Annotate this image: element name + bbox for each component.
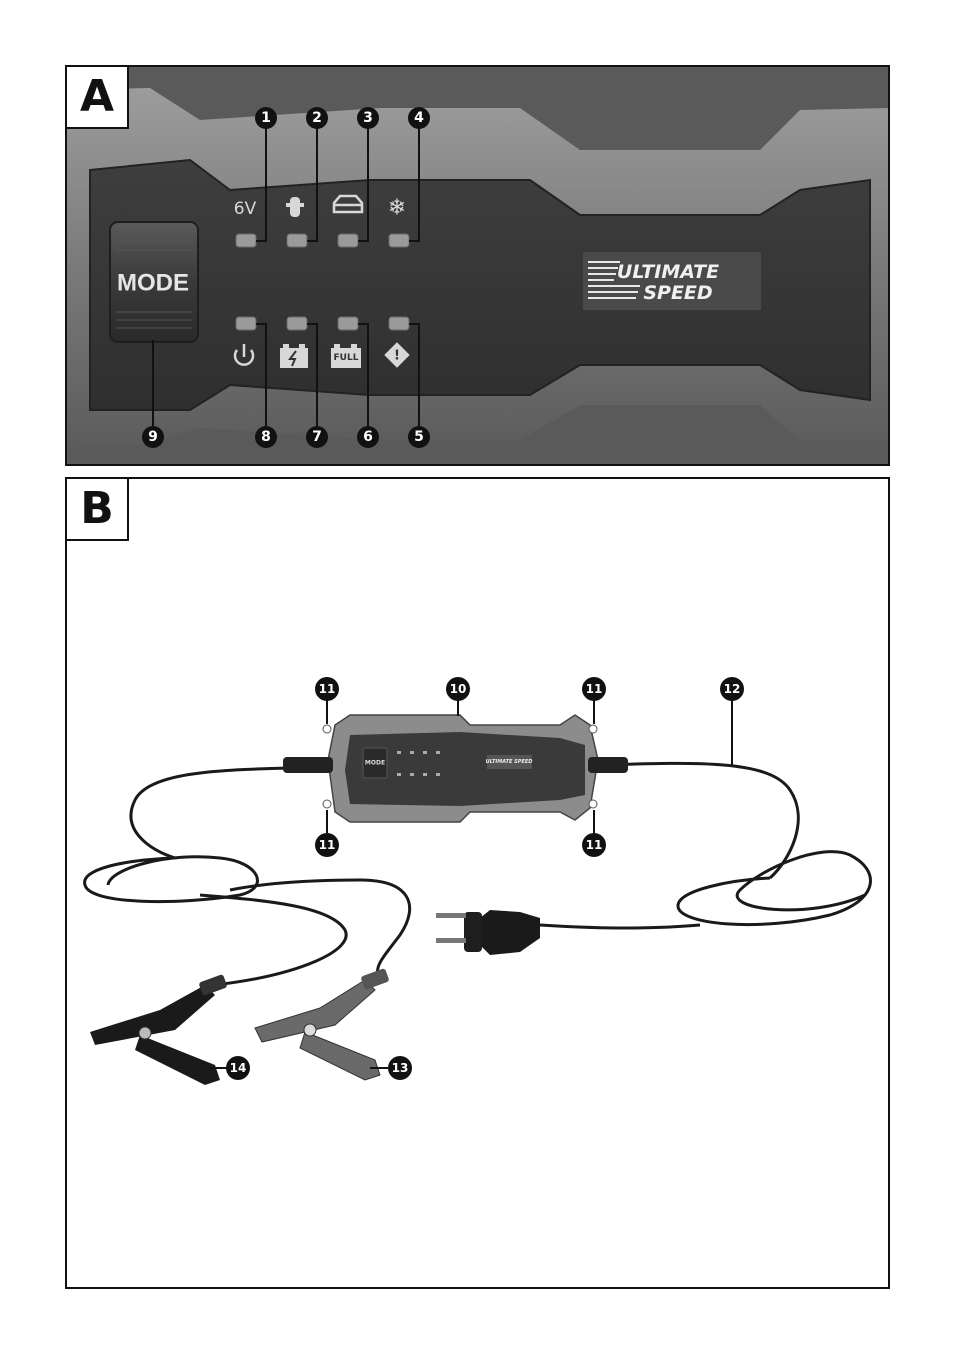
callout-8: 8 bbox=[255, 426, 277, 448]
svg-text:11: 11 bbox=[586, 682, 603, 696]
svg-text:9: 9 bbox=[148, 429, 158, 445]
clamp-red bbox=[254, 968, 389, 1081]
battery-charging-icon bbox=[280, 344, 308, 368]
svg-text:!: ! bbox=[394, 349, 400, 364]
svg-text:SPEED: SPEED bbox=[643, 282, 712, 304]
mains-plug bbox=[436, 910, 540, 955]
svg-text:3: 3 bbox=[363, 110, 373, 126]
callout-2: 2 bbox=[306, 107, 328, 129]
callout-leaders-a bbox=[152, 128, 420, 426]
svg-text:1: 1 bbox=[261, 110, 271, 126]
motorcycle-icon bbox=[286, 197, 304, 217]
svg-text:14: 14 bbox=[230, 1061, 247, 1075]
svg-text:10: 10 bbox=[450, 682, 467, 696]
callout-14: 14 bbox=[226, 1056, 250, 1080]
callout-3: 3 bbox=[357, 107, 379, 129]
svg-text:13: 13 bbox=[392, 1061, 409, 1075]
car-icon bbox=[332, 194, 364, 214]
svg-text:8: 8 bbox=[261, 429, 271, 445]
svg-text:12: 12 bbox=[724, 682, 741, 696]
callout-13: 13 bbox=[388, 1056, 412, 1080]
callout-6: 6 bbox=[357, 426, 379, 448]
charger-device: MODE ULTIMATE SPEED bbox=[283, 714, 628, 823]
callout-9: 9 bbox=[142, 426, 164, 448]
figure-b-panel bbox=[65, 477, 890, 1289]
svg-text:5: 5 bbox=[414, 429, 424, 445]
battery-full-icon: FULL bbox=[331, 344, 361, 368]
ultimate-speed-logo: ULTIMATE SPEED bbox=[583, 252, 761, 310]
svg-text:FULL: FULL bbox=[334, 353, 359, 363]
svg-text:ULTIMATE SPEED: ULTIMATE SPEED bbox=[486, 759, 533, 765]
callout-7: 7 bbox=[306, 426, 328, 448]
figure-a-drawing: MODE 6V ❄ bbox=[67, 67, 888, 464]
cable-right bbox=[539, 761, 872, 930]
svg-text:7: 7 bbox=[312, 429, 322, 445]
callout-10: 10 bbox=[446, 677, 470, 701]
svg-text:MODE: MODE bbox=[365, 760, 385, 767]
figure-b-tag: B bbox=[65, 477, 129, 541]
svg-text:11: 11 bbox=[319, 838, 336, 852]
mode-button-label: MODE bbox=[117, 270, 189, 297]
warning-icon: ! bbox=[384, 342, 410, 368]
callout-5: 5 bbox=[408, 426, 430, 448]
snowflake-icon: ❄ bbox=[388, 196, 406, 221]
svg-text:11: 11 bbox=[586, 838, 603, 852]
clamp-black bbox=[90, 974, 227, 1085]
callout-12: 12 bbox=[720, 677, 744, 701]
svg-text:ULTIMATE: ULTIMATE bbox=[617, 261, 719, 283]
svg-text:11: 11 bbox=[319, 682, 336, 696]
svg-text:2: 2 bbox=[312, 110, 322, 126]
power-icon bbox=[233, 344, 255, 366]
callout-4: 4 bbox=[408, 107, 430, 129]
figure-a-tag: A bbox=[65, 65, 129, 129]
cable-left bbox=[83, 766, 411, 987]
callout-1: 1 bbox=[255, 107, 277, 129]
6v-indicator-label: 6V bbox=[234, 199, 257, 219]
callout-11-bottom-right: 11 bbox=[582, 833, 606, 857]
callout-11-bottom-left: 11 bbox=[315, 833, 339, 857]
callout-leaders-b bbox=[210, 700, 733, 1069]
callout-11-top-left: 11 bbox=[315, 677, 339, 701]
svg-text:4: 4 bbox=[414, 110, 424, 126]
svg-text:6: 6 bbox=[363, 429, 373, 445]
callout-11-top-right: 11 bbox=[582, 677, 606, 701]
